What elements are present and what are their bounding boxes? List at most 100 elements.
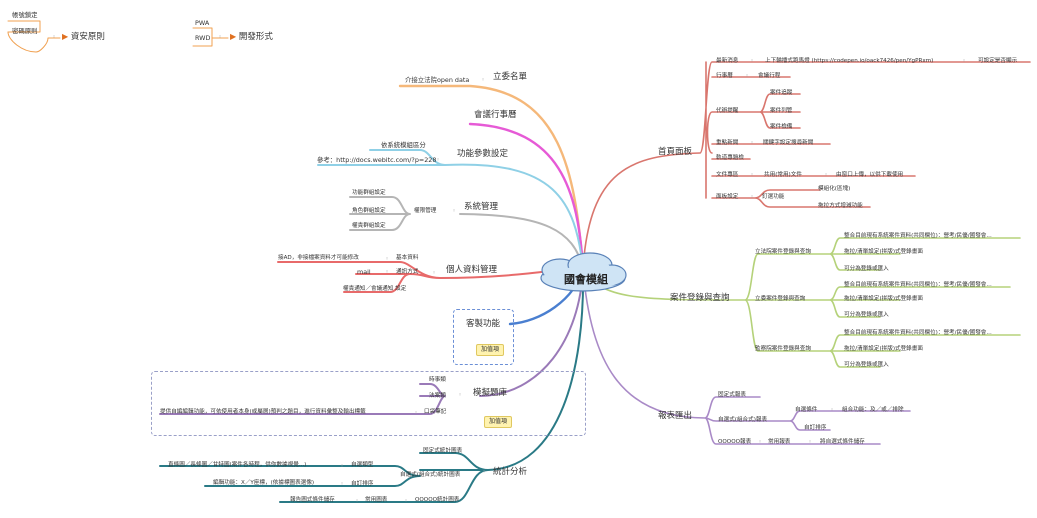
- node-schedule[interactable]: 行事曆: [716, 73, 733, 79]
- collapse-dot[interactable]: ◦: [385, 255, 390, 263]
- node-report-sort[interactable]: 自訂排序: [804, 425, 827, 431]
- node-bills[interactable]: 法案類: [429, 393, 446, 399]
- collapse-dot[interactable]: ◦: [758, 438, 763, 446]
- node-track-topics[interactable]: 軌道專題檢: [716, 155, 744, 161]
- node-save-conditions[interactable]: 報告圖式條件儲存: [290, 497, 335, 503]
- node-case-import[interactable]: 可分為登錄或匯入: [844, 312, 889, 318]
- node-mail[interactable]: mail: [357, 268, 371, 276]
- collapse-dot[interactable]: ◦: [750, 193, 755, 201]
- node-case-integration[interactable]: 整合目前現有系統案件資料(共同欄位)：營考/民優/國發會...: [844, 233, 992, 239]
- node-password-policy[interactable]: 密碼原則: [12, 27, 38, 35]
- node-legislature-cases[interactable]: 立法院案件登錄與查詢: [755, 249, 811, 255]
- node-fixed-stats[interactable]: 固定式統計圖表: [423, 448, 463, 454]
- node-reports[interactable]: 報表匯出: [658, 411, 693, 421]
- node-cases[interactable]: 案件登錄與查詢: [670, 293, 730, 303]
- collapse-dot[interactable]: ◦: [340, 462, 345, 470]
- node-axis-edit-desc[interactable]: 編輯功能：X／Y座標，(依據標圖表選像): [213, 480, 315, 486]
- node-notification-settings[interactable]: 權責通知／會議通知 設定: [343, 286, 407, 292]
- node-combo-logic[interactable]: 組合功能：及／或／排除: [842, 407, 904, 413]
- collapse-dot[interactable]: ◦: [750, 57, 755, 65]
- node-custom[interactable]: 客製功能: [466, 319, 501, 329]
- node-shared-docs[interactable]: 共用(常用)文件: [764, 172, 802, 178]
- node-case-integration[interactable]: 整合目前現有系統案件資料(共同欄位)：營考/民優/國發會...: [844, 330, 992, 336]
- node-custom-conditions[interactable]: 自選條件: [795, 407, 818, 413]
- node-custom-type[interactable]: 自選類型: [351, 462, 374, 468]
- collapse-dot[interactable]: ◦: [52, 33, 57, 41]
- node-case-drag-form[interactable]: 拖拉/清單設定(拼版)式登錄畫面: [844, 296, 923, 302]
- collapse-dot[interactable]: ◦: [745, 72, 750, 80]
- node-basic-data[interactable]: 基本資料: [396, 255, 419, 261]
- collapse-dot[interactable]: ◦: [404, 497, 409, 505]
- node-params-by-module[interactable]: 依系統模組區分: [381, 141, 426, 149]
- collapse-dot[interactable]: ◦: [750, 139, 755, 147]
- node-current-events[interactable]: 時事類: [429, 377, 446, 383]
- collapse-dot[interactable]: ◦: [385, 268, 390, 276]
- node-meeting-schedule[interactable]: 會議行程: [758, 73, 781, 79]
- node-common-reports[interactable]: 常用報表: [768, 439, 791, 445]
- node-case-prep[interactable]: 案件檢備: [770, 124, 793, 130]
- node-panel-settings[interactable]: 面板設定: [716, 194, 739, 200]
- node-params-reference[interactable]: 參考：http://docs.webitc.com/?p=228: [317, 156, 437, 164]
- node-security-principles[interactable]: ▶ 資安原則: [62, 33, 105, 42]
- node-save-report-conditions[interactable]: 將自選式條件儲存: [820, 439, 865, 445]
- node-home[interactable]: 首頁面板: [658, 147, 693, 157]
- collapse-dot[interactable]: ◦: [481, 76, 486, 84]
- node-common-charts[interactable]: 常用圖表: [365, 497, 388, 503]
- collapse-dot[interactable]: ◦: [432, 269, 437, 277]
- node-files[interactable]: 文件專區: [716, 172, 739, 178]
- node-pwa[interactable]: PWA: [195, 19, 210, 27]
- node-authority-group[interactable]: 權責群組設定: [352, 223, 386, 229]
- central-topic[interactable]: 國會模組: [564, 273, 608, 286]
- node-news-marquee[interactable]: 上下輪播式跑馬燈 (https://codepen.io/oack7426/pe…: [765, 58, 934, 64]
- node-legislators[interactable]: 立委名單: [493, 72, 528, 82]
- collapse-dot[interactable]: ◦: [414, 409, 419, 417]
- node-sysmgmt[interactable]: 系統管理: [464, 202, 499, 212]
- node-combo-report[interactable]: 自選式(組合式)報表: [718, 417, 768, 423]
- node-ooooo-report[interactable]: OOOOO報表: [718, 439, 752, 445]
- node-function-group[interactable]: 功能群組設定: [352, 190, 386, 196]
- collapse-dot[interactable]: ◦: [962, 57, 967, 65]
- node-legislators-child[interactable]: 介接立法院open data: [405, 76, 470, 84]
- node-personal[interactable]: 個人資料管理: [446, 265, 498, 275]
- collapse-dot[interactable]: ◦: [218, 33, 223, 41]
- node-stats[interactable]: 統計分析: [493, 467, 528, 477]
- node-custom-sort[interactable]: 自訂排序: [351, 481, 374, 487]
- node-qbank[interactable]: 模擬題庫: [473, 388, 508, 398]
- node-todo[interactable]: 代辦提醒: [716, 108, 739, 114]
- node-modular-blocks[interactable]: 模組化(區塊): [818, 186, 851, 192]
- collapse-dot[interactable]: ◦: [355, 497, 360, 505]
- node-account-lock[interactable]: 帳號鎖定: [12, 11, 38, 19]
- node-pin-feature[interactable]: 釘選功能: [762, 194, 785, 200]
- node-ooooo-stats[interactable]: OOOOO統計圖表: [415, 497, 460, 503]
- node-permission-mgmt[interactable]: 權限管理: [414, 208, 437, 214]
- collapse-dot[interactable]: ◦: [824, 171, 829, 179]
- collapse-dot[interactable]: ◦: [750, 171, 755, 179]
- collapse-dot[interactable]: ◦: [482, 468, 487, 476]
- node-news[interactable]: 最新消息: [716, 58, 739, 64]
- node-pocket-notes[interactable]: 口袋筆記: [424, 409, 447, 415]
- collapse-dot[interactable]: ◦: [452, 207, 457, 215]
- collapse-dot[interactable]: ◦: [808, 438, 813, 446]
- node-params[interactable]: 功能參數設定: [457, 149, 509, 159]
- node-control-yuan-cases[interactable]: 監察院案件登錄與查詢: [755, 346, 811, 352]
- node-legislator-cases[interactable]: 立委案件登錄與查詢: [755, 296, 806, 302]
- node-drag-functions[interactable]: 拖拉方式增減功能: [818, 203, 863, 209]
- node-case-import[interactable]: 可分為登錄或匯入: [844, 266, 889, 272]
- node-agenda[interactable]: 會議行事曆: [474, 110, 517, 120]
- node-case-drag-form[interactable]: 拖拉/清單設定(拼版)式登錄畫面: [844, 249, 923, 255]
- node-case-control[interactable]: 案件列管: [770, 108, 793, 114]
- node-case-integration[interactable]: 整合目前現有系統案件資料(共同欄位)：營考/民優/國發會...: [844, 282, 992, 288]
- collapse-dot[interactable]: ◦: [340, 480, 345, 488]
- node-role-group[interactable]: 角色群組設定: [352, 208, 386, 214]
- node-basic-note[interactable]: 接AD，非接檔案資料才可能修改: [278, 255, 359, 261]
- node-key-news[interactable]: 重點新聞: [716, 140, 739, 146]
- collapse-dot[interactable]: ◦: [436, 156, 441, 164]
- collapse-dot[interactable]: ◦: [458, 391, 463, 399]
- node-dev-format[interactable]: ▶ 開發形式: [230, 33, 273, 42]
- node-contact-method[interactable]: 通訊方式: [396, 269, 419, 275]
- node-rwd[interactable]: RWD: [195, 34, 211, 42]
- node-pocket-note-desc[interactable]: 提供自編編輯功能，可依使用者本身(或屬層)預判之題目，進行資料彙整及輸出標籤: [160, 409, 366, 415]
- node-combo-stats[interactable]: 自選式(組合式)統計圖表: [400, 472, 461, 478]
- node-news-toggle[interactable]: 可設定是否顯示: [978, 58, 1018, 64]
- collapse-dot[interactable]: ◦: [830, 406, 835, 414]
